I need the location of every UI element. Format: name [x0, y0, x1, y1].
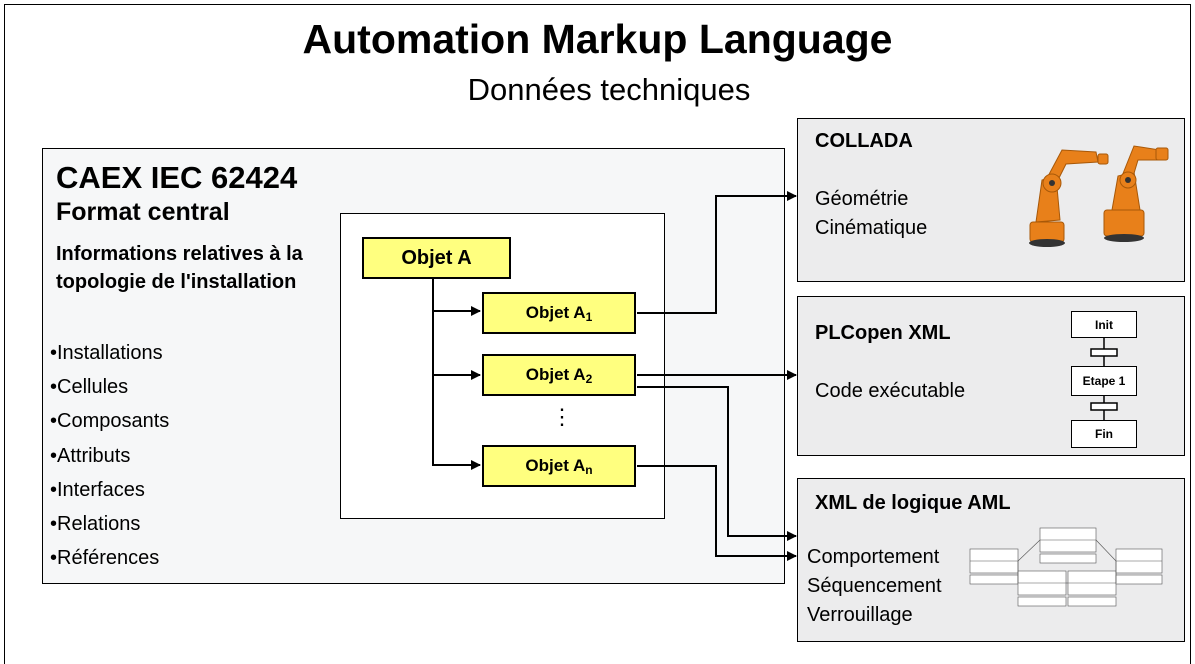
caex-title: CAEX IEC 62424	[56, 160, 298, 195]
page-subtitle: Données techniques	[467, 72, 751, 107]
aml-line: Verrouillage	[807, 604, 913, 626]
collada-line: Géométrie	[815, 188, 909, 210]
object-a: Objet A	[362, 237, 511, 279]
sfc-diagram	[1090, 338, 1118, 420]
page-frame	[4, 4, 1191, 664]
collada-text: Géométrie Cinématique	[815, 185, 927, 243]
object-a1-subscript: 1	[585, 310, 593, 324]
caex-item-list: •Installations •Cellules •Composants •At…	[50, 336, 169, 575]
caex-item: •Références	[50, 547, 160, 570]
caex-item: •Installations	[50, 342, 163, 364]
caex-info: Informations relatives à la topologie de…	[56, 243, 303, 293]
activity-diagram-icon	[969, 527, 1163, 607]
arrow-to-collada	[637, 191, 797, 314]
caex-item: •Interfaces	[50, 478, 145, 501]
object-an-label: Objet A	[525, 456, 586, 475]
ellipsis: ⋮	[551, 404, 573, 429]
caex-item: •Attributs	[50, 444, 131, 467]
sfc-step-fin: Fin	[1071, 420, 1137, 448]
sfc-step-init: Init	[1071, 311, 1137, 338]
tree-connector	[432, 279, 481, 470]
caex-item: •Composants	[50, 410, 170, 433]
arrow-to-aml	[637, 386, 797, 541]
aml-title: XML de logique AML	[815, 492, 1011, 514]
object-a-label: Objet A	[401, 246, 472, 269]
industrial-robot-icon	[1029, 145, 1169, 247]
page-title: Automation Markup Language	[302, 16, 893, 62]
object-a2-label: Objet A	[525, 365, 586, 384]
plcopen-title: PLCopen XML	[815, 322, 951, 344]
caex-item: •Cellules	[50, 376, 129, 399]
plcopen-text: Code exécutable	[815, 380, 966, 402]
caex-item: •Relations	[50, 513, 141, 536]
collada-title: COLLADA	[815, 130, 913, 152]
object-an-subscript: n	[585, 463, 593, 477]
object-a2-subscript: 2	[585, 372, 593, 386]
aml-line: Comportement	[807, 546, 940, 568]
object-a1-label: Objet A	[525, 303, 586, 322]
caex-subtitle: Format central	[56, 198, 230, 226]
aml-text: Comportement Séquencement Verrouillage	[807, 543, 942, 630]
sfc-step-etape1: Etape 1	[1071, 366, 1137, 396]
arrow-to-aml	[637, 465, 797, 561]
aml-line: Séquencement	[807, 575, 942, 597]
collada-line: Cinématique	[815, 217, 928, 239]
